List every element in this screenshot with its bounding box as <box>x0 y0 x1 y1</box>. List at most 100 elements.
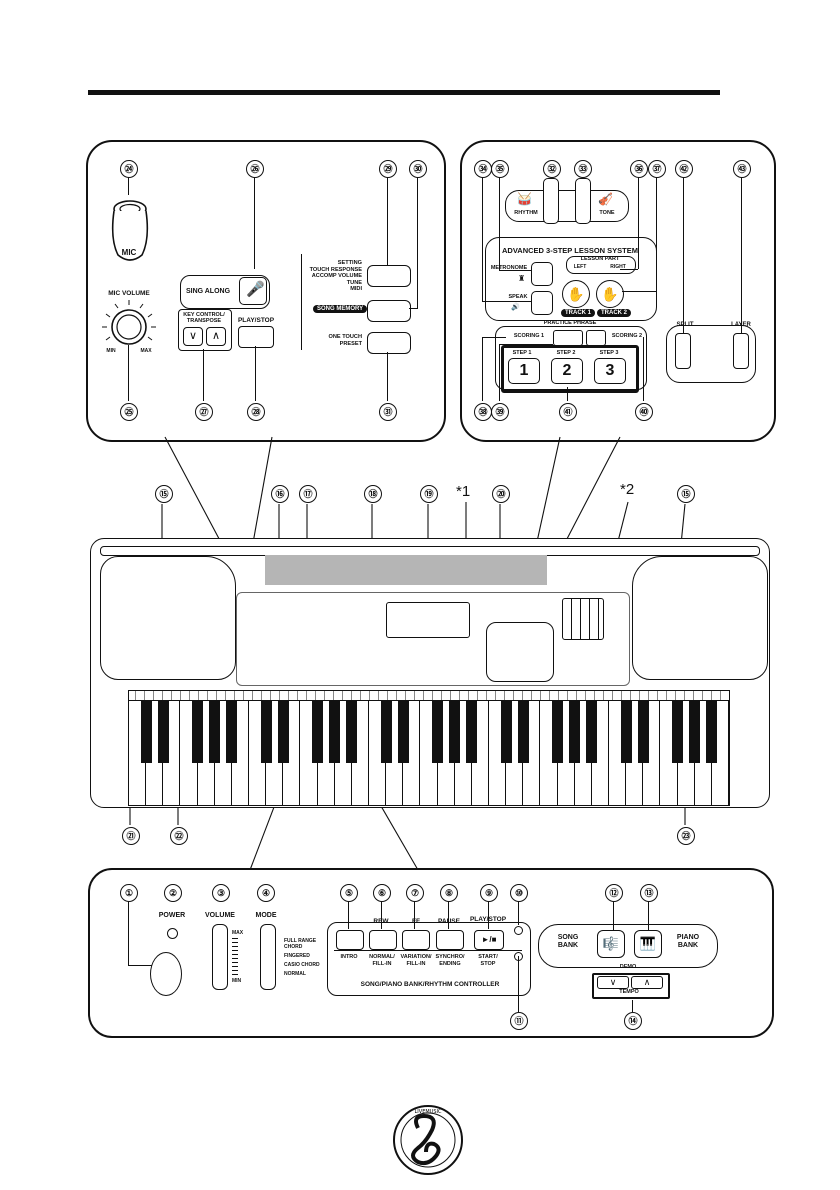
black-key[interactable] <box>689 701 701 763</box>
callout-27: ㉗ <box>195 403 213 421</box>
black-key[interactable] <box>209 701 221 763</box>
step2-button[interactable]: 2 <box>551 358 583 384</box>
piano-bank-label: PIANO BANK <box>676 934 700 949</box>
black-key[interactable] <box>226 701 238 763</box>
volume-label: VOLUME <box>205 912 235 919</box>
black-key[interactable] <box>260 701 272 763</box>
callout-5: ⑤ <box>340 884 358 902</box>
key-down-button[interactable]: ∨ <box>183 327 203 346</box>
variation-fill-label: VARIATION/ FILL-IN <box>400 954 432 967</box>
one-touch-preset-button[interactable] <box>367 332 411 354</box>
logo-seal: LIVEMUSIC <box>393 1105 463 1175</box>
tempo-down-button[interactable]: ∨ <box>597 976 629 989</box>
synchro-ending-button[interactable] <box>436 930 464 950</box>
tone-button[interactable] <box>575 178 591 224</box>
indicator-11 <box>514 952 523 961</box>
black-key[interactable] <box>569 701 581 763</box>
metronome-button[interactable] <box>531 262 553 286</box>
black-key[interactable] <box>637 701 649 763</box>
split-button[interactable] <box>675 333 691 369</box>
power-indicator <box>167 928 178 939</box>
step1-button[interactable]: 1 <box>508 358 540 384</box>
intro-button[interactable] <box>336 930 364 950</box>
black-key[interactable] <box>586 701 598 763</box>
lesson-right-hand-button[interactable]: ✋ <box>596 280 624 308</box>
callout-15-right: ⑮ <box>677 485 695 503</box>
ff-label: FF <box>412 918 420 925</box>
black-key[interactable] <box>346 701 358 763</box>
black-key[interactable] <box>432 701 444 763</box>
mic-volume-knob[interactable] <box>100 298 158 356</box>
left-speaker <box>100 556 236 680</box>
black-key[interactable] <box>192 701 204 763</box>
lesson-mini-panel <box>486 622 554 682</box>
callout-22: ㉒ <box>170 827 188 845</box>
layer-button[interactable] <box>733 333 749 369</box>
black-key[interactable] <box>157 701 169 763</box>
callout-9: ⑨ <box>480 884 498 902</box>
mic-icon <box>111 200 149 261</box>
black-key[interactable] <box>329 701 341 763</box>
black-key[interactable] <box>312 701 324 763</box>
black-key[interactable] <box>672 701 684 763</box>
black-key[interactable] <box>500 701 512 763</box>
mode-option-1: FULL RANGE CHORD <box>284 938 317 950</box>
sing-along-frame <box>180 275 270 309</box>
mode-option-3: CASIO CHORD <box>284 962 320 968</box>
black-key[interactable] <box>380 701 392 763</box>
tempo-up-button[interactable]: ∧ <box>631 976 663 989</box>
metronome-label: METRONOME <box>490 265 528 271</box>
black-key[interactable] <box>706 701 718 763</box>
callout-40: ㊵ <box>635 403 653 421</box>
callout-30: ㉚ <box>409 160 427 178</box>
power-label: POWER <box>158 912 186 919</box>
callout-4: ④ <box>257 884 275 902</box>
lesson-left-hand-button[interactable]: ✋ <box>562 280 590 308</box>
volume-slider[interactable] <box>212 924 228 990</box>
black-key[interactable] <box>140 701 152 763</box>
violin-icon: 🎻 <box>598 192 613 206</box>
mic-max-label: MAX <box>140 348 152 354</box>
start-stop-label: START/ STOP <box>478 954 498 967</box>
start-stop-button[interactable]: ►/■ <box>474 930 504 950</box>
rhythm-button[interactable] <box>543 178 559 224</box>
tempo-label: TEMPO <box>619 989 639 995</box>
step3-button[interactable]: 3 <box>594 358 626 384</box>
volume-min-label: MIN <box>232 978 242 984</box>
pause-label: PAUSE <box>438 918 460 925</box>
speak-button[interactable] <box>531 291 553 315</box>
normal-fill-button[interactable] <box>369 930 397 950</box>
callout-12: ⑫ <box>605 884 623 902</box>
piano-bank-button[interactable]: 🎹 <box>634 930 662 958</box>
rhythm-tone-frame <box>505 190 629 222</box>
callout-31: ㉛ <box>379 403 397 421</box>
mic-volume-label: MIC VOLUME <box>108 290 150 297</box>
song-memory-button[interactable] <box>367 300 411 322</box>
black-key[interactable] <box>397 701 409 763</box>
black-key[interactable] <box>277 701 289 763</box>
keys-area <box>128 700 730 806</box>
black-key[interactable] <box>552 701 564 763</box>
metronome-icon: ♜ <box>518 274 526 283</box>
variation-fill-button[interactable] <box>402 930 430 950</box>
scoring-frame <box>495 326 647 390</box>
callout-18: ⑱ <box>364 485 382 503</box>
callout-11: ⑪ <box>510 1012 528 1030</box>
song-bank-button[interactable]: 🎼 <box>597 930 625 958</box>
power-switch[interactable] <box>150 952 182 996</box>
black-key[interactable] <box>466 701 478 763</box>
tempo-frame <box>592 973 670 999</box>
steps-frame <box>501 345 639 393</box>
key-up-button[interactable]: ∧ <box>206 327 226 346</box>
key-control-label: KEY CONTROL/ TRANSPOSE <box>183 312 225 324</box>
black-key[interactable] <box>620 701 632 763</box>
controller-play-stop-label: PLAY/STOP <box>469 916 507 923</box>
setting-button[interactable] <box>367 265 411 287</box>
black-key[interactable] <box>517 701 529 763</box>
controller-title: SONG/PIANO BANK/RHYTHM CONTROLLER <box>360 981 500 988</box>
sing-along-button[interactable]: 🎤 <box>239 277 267 305</box>
black-key[interactable] <box>449 701 461 763</box>
sing-along-label: SING ALONG <box>185 288 231 295</box>
lesson-part-label: LESSON PART <box>580 256 620 262</box>
mode-slider[interactable] <box>260 924 276 990</box>
